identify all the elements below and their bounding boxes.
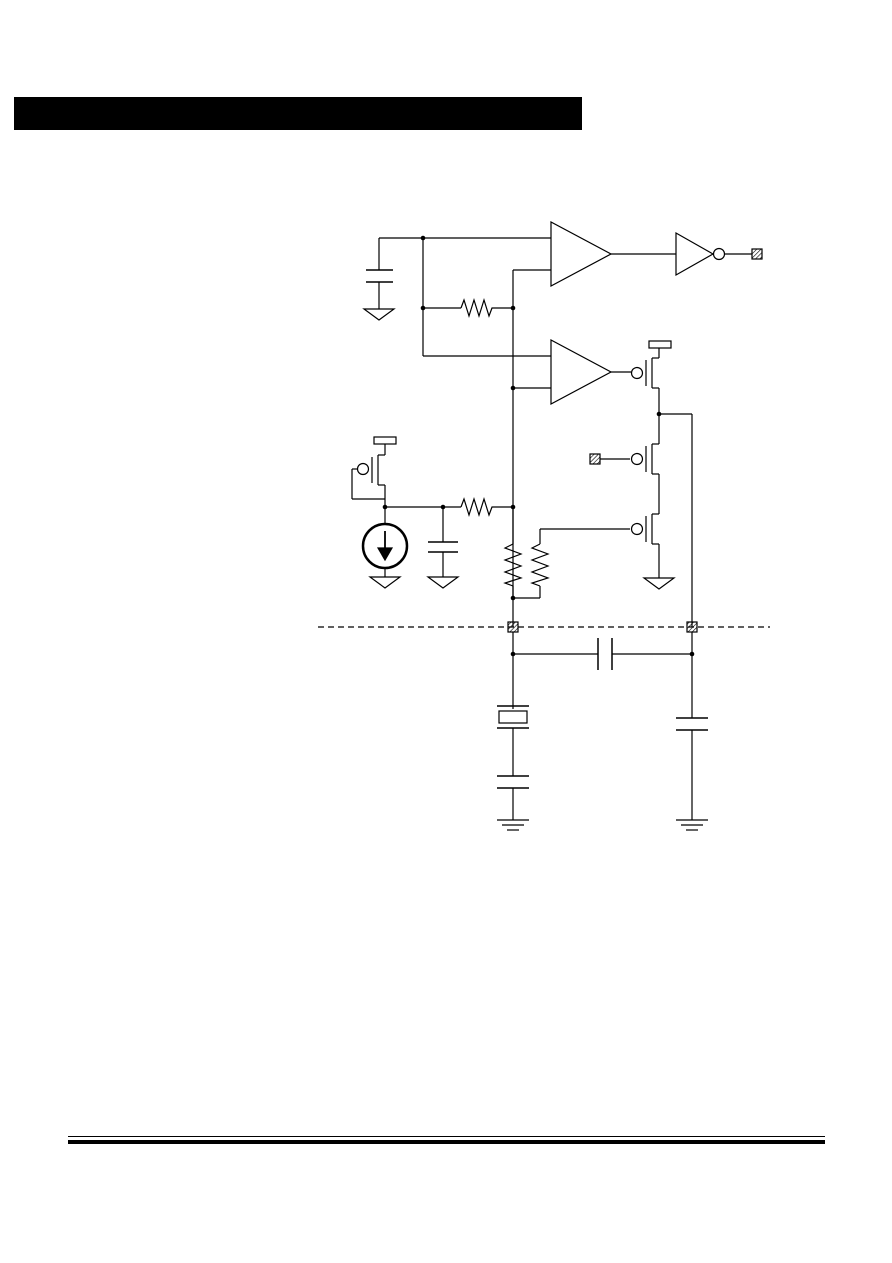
pad-left [507,621,519,633]
external-wires [512,632,693,718]
footer-rule-thick [68,1140,825,1144]
current-source [361,507,409,589]
load-capacitor-left [497,775,529,831]
inverter [675,231,726,277]
junction-dots [382,235,695,657]
load-capacitor-right [676,717,708,831]
divider-resistor-2 [530,543,550,587]
feedback-resistor [460,297,495,319]
comparator-bottom [550,339,631,405]
pmos-left [351,436,397,507]
coupling-capacitor [597,638,613,670]
pmos-top-right [630,340,672,414]
wires [379,237,752,627]
input-pin [589,453,601,465]
footer-rule-thin [68,1136,825,1137]
filter-capacitor-mid [426,507,460,589]
crystal [497,705,529,776]
comparator-top [550,221,613,287]
pmos-mid-right [630,414,660,514]
pad-right [686,621,698,633]
divider-resistor-1 [503,543,523,587]
pmos-bottom-right [630,513,676,590]
bias-resistor [460,496,495,518]
header-bar [14,97,582,130]
filter-capacitor-top-left [362,238,396,321]
output-pin [751,248,763,260]
